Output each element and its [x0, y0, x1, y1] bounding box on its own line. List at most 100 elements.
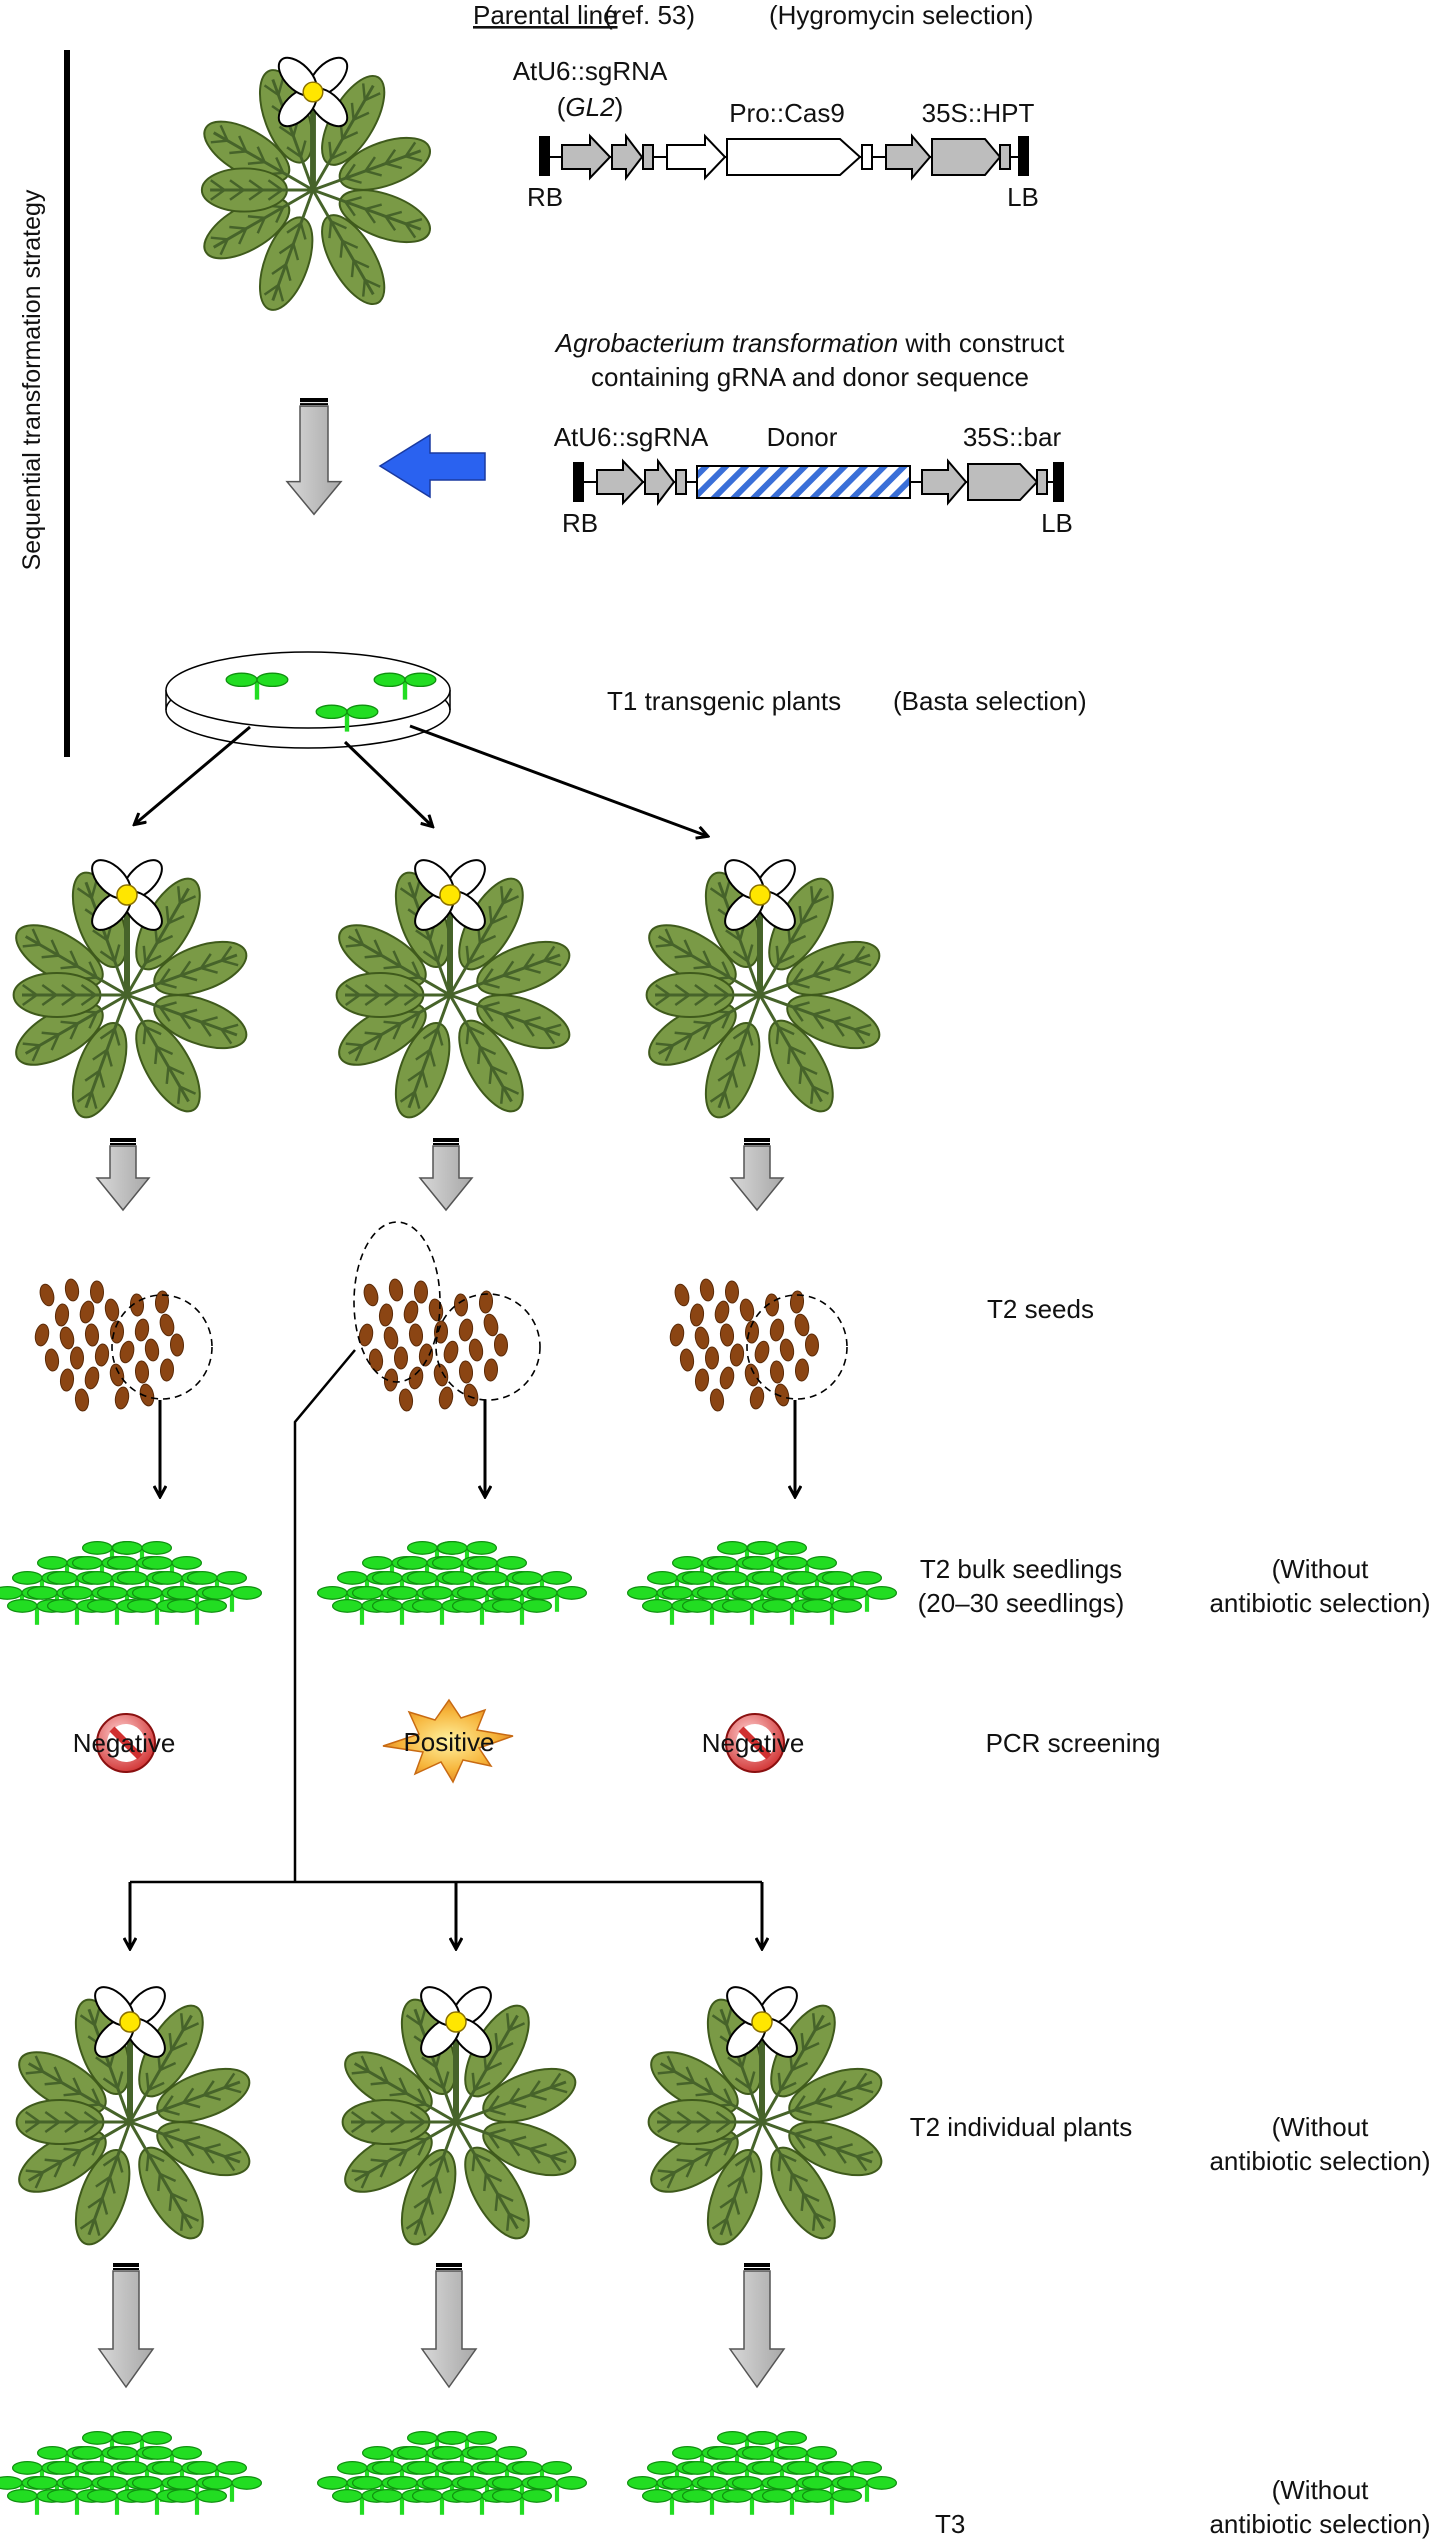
leaf: [312, 136, 431, 192]
leaf: [648, 993, 761, 1066]
seed: [109, 1320, 125, 1344]
terminator-box: [642, 144, 654, 170]
kept-seeds-outline: [353, 1221, 441, 1383]
seed: [169, 1333, 185, 1357]
seed-cluster: [669, 1278, 820, 1412]
leaf: [454, 2121, 530, 2240]
seed: [34, 1323, 50, 1347]
t3-selection-line1: (Without: [1272, 2475, 1370, 2505]
seed: [104, 1298, 120, 1322]
leaf: [125, 994, 201, 1113]
donor-sequence: [696, 465, 911, 499]
seedling: [511, 1570, 573, 1597]
leaf: [394, 994, 452, 1119]
cas9-terminator: [861, 144, 873, 170]
seed: [453, 1293, 469, 1317]
construct1-cas9-label: Pro::Cas9: [729, 98, 845, 128]
seed: [458, 1318, 474, 1342]
lb-border: [1018, 136, 1029, 176]
seed: [739, 1298, 755, 1322]
flower: [277, 56, 349, 128]
pcr-result-negative: Negative: [702, 1728, 805, 1758]
t2-seeds-label: T2 seeds: [987, 1294, 1094, 1324]
leaf: [71, 994, 129, 1119]
leaf: [706, 2121, 764, 2246]
no-sign-icon: [725, 1713, 785, 1773]
seedling: [141, 1555, 203, 1582]
seedling: [225, 672, 289, 700]
seed: [383, 1326, 399, 1350]
seedling: [491, 1598, 553, 1625]
seedling: [466, 1555, 528, 1582]
seedling: [186, 2460, 248, 2487]
leaf: [455, 2120, 577, 2177]
down-arrow: [95, 1138, 151, 1212]
construct2-bar-label: 35S::bar: [963, 422, 1062, 452]
construct1-lb: LB: [1007, 182, 1039, 212]
leaf: [258, 189, 315, 311]
seed: [699, 1278, 715, 1302]
t3-label: T3: [935, 2509, 965, 2539]
leaf: [449, 940, 571, 997]
leaf: [74, 2121, 132, 2246]
seed: [679, 1348, 695, 1372]
seedling: [436, 2430, 498, 2457]
leaf: [448, 994, 524, 1113]
seed: [119, 1340, 135, 1364]
leaf: [311, 189, 386, 306]
leaf: [341, 2099, 456, 2145]
seed: [89, 1280, 105, 1304]
promoter-arrow: [561, 133, 612, 181]
parental-line-label: Parental line: [473, 0, 618, 30]
cas9-gene: [726, 138, 862, 176]
seed: [159, 1313, 175, 1337]
seed: [418, 1343, 434, 1367]
rb-border: [539, 136, 550, 176]
branch-arrow-2: [343, 740, 432, 826]
construct2-donor-label: Donor: [767, 422, 838, 452]
seedling: [836, 2475, 898, 2502]
agro-line1: Agrobacterium transformation with constr…: [554, 328, 1065, 358]
seed: [84, 1323, 100, 1347]
t2-bulk-label-line2: (20–30 seedlings): [918, 1588, 1125, 1618]
seed: [789, 1290, 805, 1314]
burst-icon: [382, 1698, 514, 1784]
agro-line2: containing gRNA and donor sequence: [591, 362, 1029, 392]
seed: [79, 1300, 95, 1324]
t2-bulk-selection-line2: antibiotic selection): [1209, 1588, 1430, 1618]
seed: [719, 1366, 735, 1390]
t2-individual-selection-line1: (Without: [1272, 2112, 1370, 2142]
seed: [779, 1338, 795, 1362]
seed: [144, 1338, 160, 1362]
leaf: [759, 993, 881, 1050]
construct2-rb: RB: [562, 508, 598, 538]
construct-2: AtU6::sgRNA Donor 35S::bar RB LB: [554, 422, 1073, 538]
flower: [91, 859, 163, 931]
seed: [433, 1363, 449, 1387]
seed: [493, 1333, 509, 1357]
branch-arrow-1: [135, 725, 251, 824]
leaf: [647, 2099, 762, 2145]
seed: [39, 1283, 55, 1307]
seedling: [821, 2460, 883, 2487]
bulk-seedlings: [0, 1540, 263, 1625]
seedling: [491, 2488, 553, 2515]
down-arrow: [728, 2263, 786, 2389]
t2-plant: [15, 1986, 251, 2246]
seedling: [201, 1585, 263, 1612]
flower: [94, 1986, 166, 2058]
seed: [368, 1348, 384, 1372]
leaf: [12, 972, 127, 1018]
flower: [726, 1986, 798, 2058]
leaf: [15, 2099, 130, 2145]
seed: [443, 1340, 459, 1364]
seed: [724, 1280, 740, 1304]
leaf: [704, 994, 762, 1119]
flower: [724, 859, 796, 931]
leaf: [761, 2120, 883, 2177]
t3-seedlings: [0, 2430, 263, 2515]
leaf: [455, 2067, 577, 2124]
seed: [378, 1303, 394, 1327]
t1-plant: [645, 859, 881, 1119]
